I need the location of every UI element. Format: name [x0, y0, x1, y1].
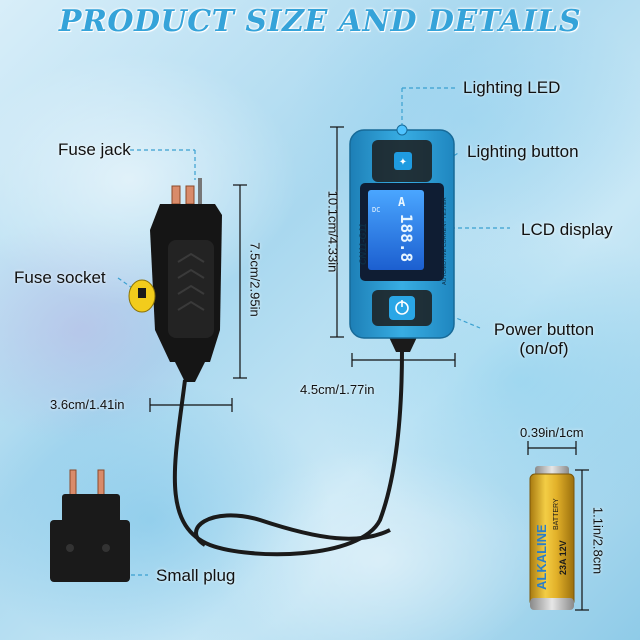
- battery-type: BATTERY: [553, 498, 560, 530]
- meter-model: CN11-G11: [358, 223, 368, 265]
- dim-meter-width: 4.5cm/1.77in: [300, 382, 375, 397]
- label-fuse-socket: Fuse socket: [14, 268, 106, 287]
- label-fuse-jack: Fuse jack: [58, 140, 131, 159]
- dim-adapter-width: 3.6cm/1.41in: [50, 397, 125, 412]
- lighting-led: [396, 124, 408, 136]
- svg-text:✦: ✦: [399, 157, 407, 168]
- dim-battery-width: 0.39in/1cm: [520, 425, 584, 440]
- meter-side-text: AUTOMOTIVE CURRENT TESTER: [442, 197, 448, 285]
- fuse-adapter: [128, 178, 222, 382]
- dim-meter-height: 10.1cm/4.33in: [325, 190, 341, 273]
- label-lcd-display: LCD display: [521, 220, 613, 239]
- page-title: PRODUCT SIZE AND DETAILS: [58, 4, 582, 39]
- current-meter: ✦: [349, 124, 455, 339]
- label-power-button: Power button (on/of): [484, 320, 604, 358]
- lcd-mode: DC: [372, 206, 380, 214]
- power-button: [389, 296, 415, 320]
- lcd-reading: 188.8: [397, 214, 416, 262]
- battery: [529, 466, 575, 610]
- lighting-button: ✦: [394, 152, 412, 170]
- label-small-plug: Small plug: [156, 566, 236, 585]
- label-lighting-led: Lighting LED: [463, 78, 561, 97]
- label-power-button-line2: (on/of): [519, 339, 569, 358]
- dimension-lines: [149, 126, 589, 611]
- battery-model: 23A 12V: [558, 540, 568, 575]
- dim-adapter-height: 7.5cm/2.95in: [247, 242, 263, 317]
- small-plug: [50, 469, 130, 582]
- meter-cable-boot: [388, 335, 418, 352]
- cable: [172, 349, 404, 557]
- label-lighting-button: Lighting button: [467, 142, 579, 161]
- lcd-display: [360, 183, 444, 281]
- battery-brand: ALKALINE: [534, 524, 549, 590]
- lcd-unit: A: [398, 195, 406, 209]
- label-power-button-line1: Power button: [493, 320, 595, 339]
- fuse-socket: [128, 279, 156, 313]
- dim-battery-height: 1.1in/2.8cm: [590, 506, 606, 575]
